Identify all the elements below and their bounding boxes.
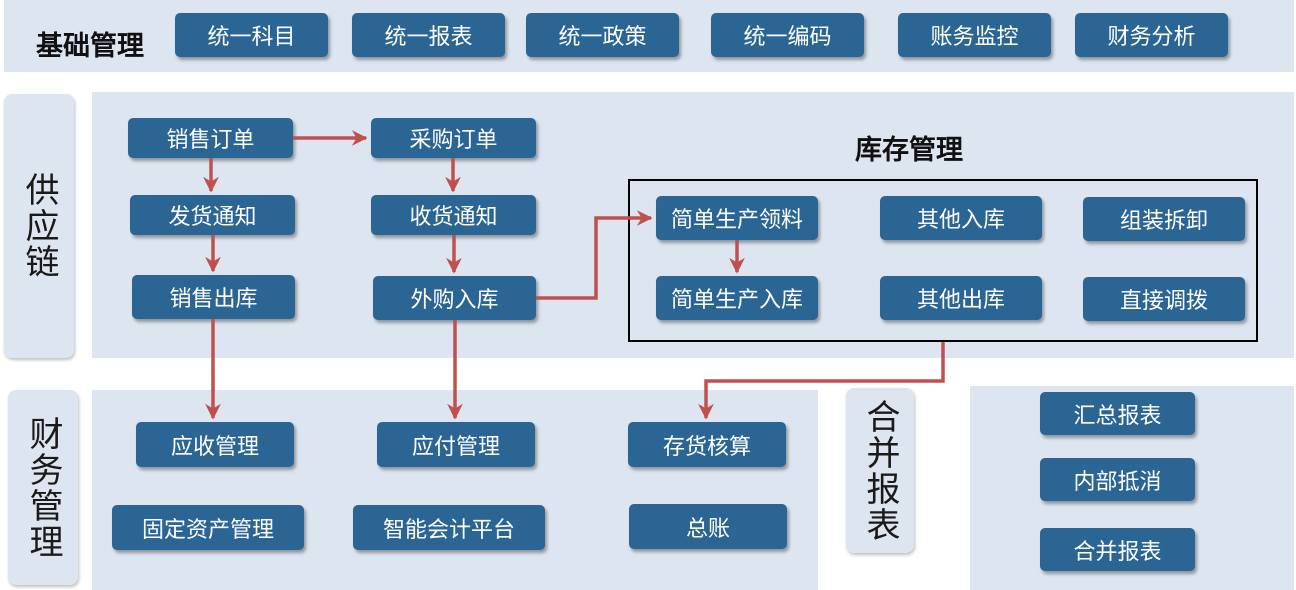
- unified-policy-button[interactable]: 统一政策: [526, 13, 679, 57]
- unified-reports-button[interactable]: 统一报表: [352, 13, 505, 57]
- summary-report-box[interactable]: 汇总报表: [1040, 392, 1195, 435]
- fixed-asset-management-box[interactable]: 固定资产管理: [112, 505, 304, 550]
- finance-label: 财务管理: [8, 390, 78, 585]
- inventory-frame: [628, 179, 1258, 342]
- arrow-inventory-to-accounting: [698, 342, 945, 420]
- simple-production-pick-box[interactable]: 简单生产领料: [656, 196, 818, 240]
- sales-outbound-box[interactable]: 销售出库: [132, 275, 295, 319]
- purchase-inbound-box[interactable]: 外购入库: [373, 276, 536, 320]
- receivable-management-box[interactable]: 应收管理: [136, 422, 294, 467]
- payable-management-box[interactable]: 应付管理: [377, 422, 535, 467]
- simple-production-inbound-box[interactable]: 简单生产入库: [656, 276, 818, 320]
- assembly-disassembly-box[interactable]: 组装拆卸: [1083, 197, 1245, 241]
- receipt-notice-box[interactable]: 收货通知: [371, 195, 536, 235]
- basic-management-title: 基础管理: [36, 31, 144, 62]
- other-inbound-box[interactable]: 其他入库: [880, 196, 1042, 240]
- direct-transfer-box[interactable]: 直接调拨: [1083, 277, 1245, 321]
- delivery-notice-box[interactable]: 发货通知: [130, 195, 295, 235]
- general-ledger-box[interactable]: 总账: [629, 504, 787, 549]
- unified-coding-button[interactable]: 统一编码: [711, 13, 864, 57]
- consolidation-label: 合并报表: [846, 388, 914, 553]
- smart-accounting-platform-box[interactable]: 智能会计平台: [353, 505, 545, 550]
- inventory-management-title: 库存管理: [855, 135, 963, 166]
- internal-elimination-box[interactable]: 内部抵消: [1040, 458, 1195, 501]
- financial-analysis-button[interactable]: 财务分析: [1075, 13, 1228, 57]
- sales-order-box[interactable]: 销售订单: [128, 118, 293, 158]
- supply-chain-label: 供应链: [4, 94, 74, 358]
- arrow-purchase-inbound-to-simple-pick: [536, 210, 653, 300]
- consolidated-report-box[interactable]: 合并报表: [1040, 528, 1195, 571]
- unified-accounts-button[interactable]: 统一科目: [175, 13, 328, 57]
- purchase-order-box[interactable]: 采购订单: [371, 118, 536, 158]
- other-outbound-box[interactable]: 其他出库: [880, 276, 1042, 320]
- inventory-accounting-box[interactable]: 存货核算: [628, 422, 786, 467]
- account-monitoring-button[interactable]: 账务监控: [898, 13, 1051, 57]
